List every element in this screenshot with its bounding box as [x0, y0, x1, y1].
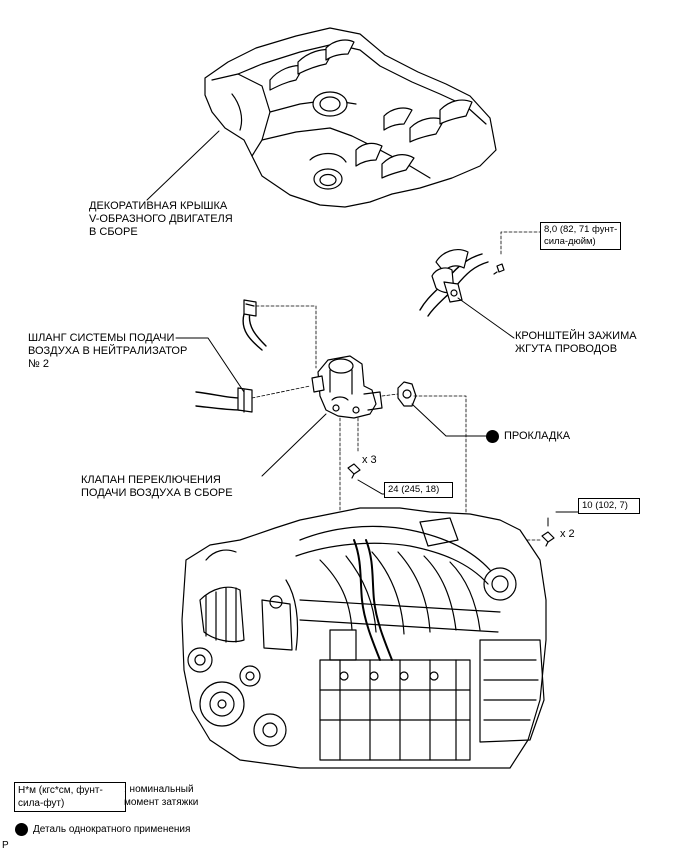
single-use-legend-label: Деталь однократного применения [33, 824, 191, 835]
engine-cover-label-line3: В СБОРЕ [89, 226, 138, 238]
torque-unit-line2: сила-фут) [18, 798, 65, 809]
engine-cover-label-line1: ДЕКОРАТИВНАЯ КРЫШКА [89, 200, 228, 212]
switching-valve-label: КЛАПАН ПЕРЕКЛЮЧЕНИЯ ПОДАЧИ ВОЗДУХА В СБО… [81, 474, 233, 500]
wire-harness-bracket-drawing [419, 249, 505, 317]
engine-cover-label: ДЕКОРАТИВНАЯ КРЫШКА V-ОБРАЗНОГО ДВИГАТЕЛ… [89, 200, 233, 239]
wire-bracket-label: КРОНШТЕЙН ЗАЖИМА ЖГУТА ПРОВОДОВ [515, 330, 637, 356]
valve-torque-value: 24 (245, 18) [388, 484, 440, 495]
engine-torque-value: 10 (102, 7) [582, 500, 628, 511]
engine-torque-box: 10 (102, 7) [578, 498, 640, 514]
torque-unit-legend-box: Н*м (кгс*см, фунт- сила-фут) [14, 782, 126, 812]
switching-valve-label-line1: КЛАПАН ПЕРЕКЛЮЧЕНИЯ [81, 474, 221, 486]
gasket-drawing [397, 381, 417, 407]
wire-bracket-label-line2: ЖГУТА ПРОВОДОВ [515, 343, 618, 355]
small-hose-drawing [242, 299, 267, 351]
switching-valve-label-line2: ПОДАЧИ ВОЗДУХА В СБОРЕ [81, 487, 233, 499]
single-use-marker-icon [486, 430, 499, 443]
nominal-torque-line2: момент затяжки [124, 797, 199, 808]
engine-bolt-count: x 2 [560, 528, 575, 540]
bracket-torque-box: 8,0 (82, 71 фунт- сила-дюйм) [540, 222, 622, 250]
air-hose-label: ШЛАНГ СИСТЕМЫ ПОДАЧИ ВОЗДУХА В НЕЙТРАЛИЗ… [28, 332, 187, 371]
air-hose-label-line3: № 2 [28, 358, 49, 370]
wire-bracket-label-line1: КРОНШТЕЙН ЗАЖИМА [515, 330, 637, 342]
figure-code: P [2, 840, 9, 851]
switching-valve-drawing [311, 355, 383, 419]
valve-bolt-drawing [347, 463, 361, 479]
valve-bolt-count: x 3 [362, 454, 377, 466]
engine-cover-label-line2: V-ОБРАЗНОГО ДВИГАТЕЛЯ [89, 213, 233, 225]
nominal-torque-line1: : номинальный [124, 784, 194, 795]
air-hose-label-line1: ШЛАНГ СИСТЕМЫ ПОДАЧИ [28, 332, 175, 344]
air-hose-drawing [195, 387, 253, 413]
nominal-torque-note: : номинальный момент затяжки [124, 783, 198, 809]
bracket-torque-line2: сила-дюйм) [544, 236, 596, 247]
single-use-legend-icon [15, 823, 28, 836]
engine-bolt-drawing [541, 531, 555, 547]
engine-cover-drawing [204, 27, 497, 208]
air-hose-label-line2: ВОЗДУХА В НЕЙТРАЛИЗАТОР [28, 345, 188, 357]
gasket-label: ПРОКЛАДКА [504, 430, 571, 442]
torque-unit-line1: Н*м (кгс*см, фунт- [18, 785, 103, 796]
bracket-torque-line1: 8,0 (82, 71 фунт- [544, 224, 618, 235]
valve-torque-box: 24 (245, 18) [384, 482, 453, 498]
engine-drawing [181, 507, 547, 769]
